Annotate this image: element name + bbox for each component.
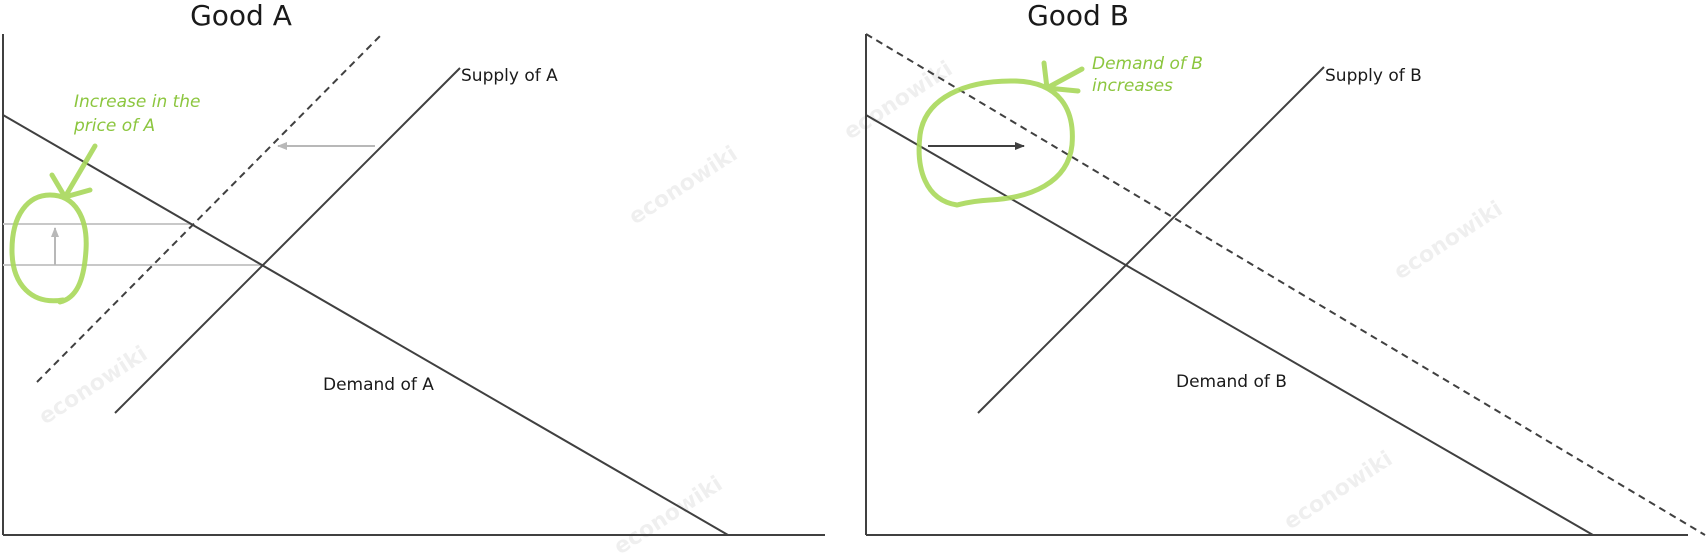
watermarks: econowiki econowiki econowiki econowiki …: [35, 57, 1508, 560]
demand-curve: [865, 114, 1594, 536]
supply-curve: [114, 67, 461, 414]
highlight-circle: [9, 192, 89, 305]
watermark: econowiki: [625, 142, 743, 230]
watermark: econowiki: [1280, 447, 1398, 535]
annotation-line: increases: [1092, 76, 1173, 96]
demand-curve-shifted: [865, 33, 1706, 536]
price-guides: [3, 223, 262, 266]
annotation-text: Increase in the price of A: [73, 92, 206, 136]
demand-curve: [2, 114, 729, 536]
annotation-line: Increase in the: [74, 92, 201, 112]
supply-label: Supply of B: [1325, 66, 1422, 86]
annotation-line: Demand of B: [1092, 54, 1203, 74]
supply-label: Supply of A: [461, 66, 558, 86]
axes: [2, 34, 825, 536]
supply-curve-shifted: [36, 35, 381, 383]
annotation-text: Demand of B increases: [1092, 54, 1208, 96]
axes: [865, 34, 1688, 536]
demand-label: Demand of B: [1176, 372, 1287, 392]
panel-title: Good B: [1027, 0, 1129, 32]
highlight-annotation: [9, 143, 98, 305]
supply-curve: [977, 66, 1325, 414]
highlight-circle: [916, 78, 1075, 208]
annotation-line: price of A: [73, 116, 155, 136]
panel-good-b: Good B Supply of B Demand of B Demand of…: [865, 0, 1706, 536]
watermark: econowiki: [1390, 197, 1508, 285]
panel-good-a: Good A Supply of A Demand of A Increase …: [2, 0, 825, 536]
watermark: econowiki: [35, 342, 153, 430]
highlight-annotation: [916, 60, 1085, 208]
highlight-arrow: [1041, 60, 1085, 94]
demand-label: Demand of A: [323, 375, 434, 395]
watermark: econowiki: [610, 472, 728, 560]
highlight-arrow: [49, 143, 98, 200]
panel-title: Good A: [190, 0, 292, 32]
